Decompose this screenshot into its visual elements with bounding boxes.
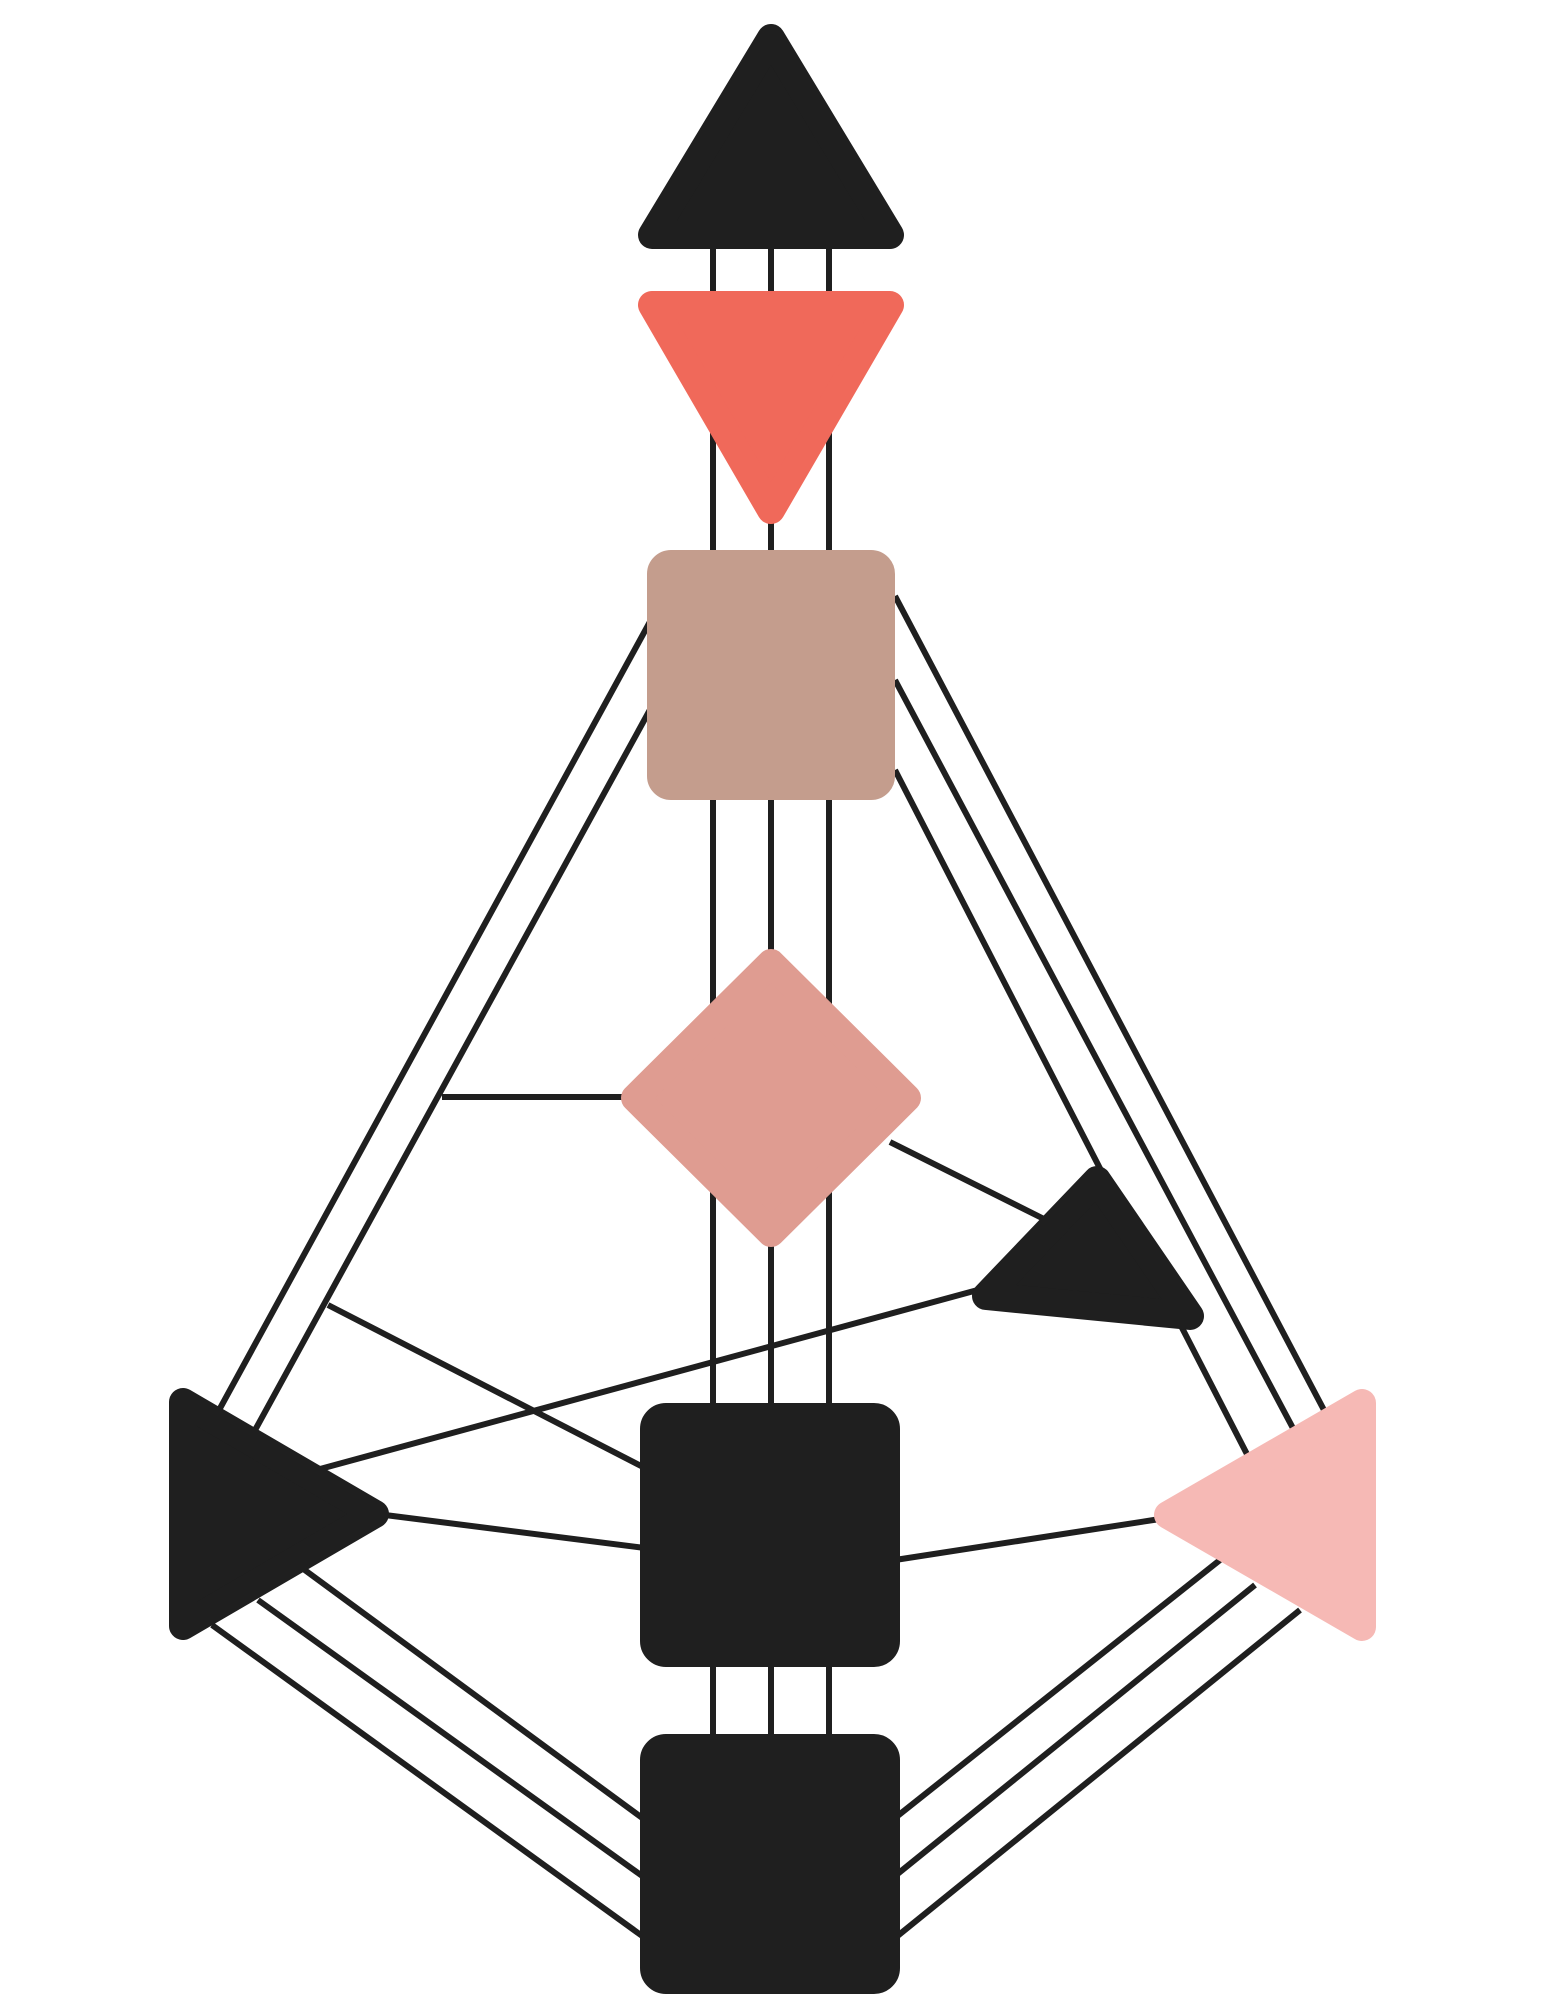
channels	[210, 248, 1328, 1941]
throat-center	[647, 550, 895, 800]
channel-line	[256, 1597, 647, 1881]
ajna-center	[638, 291, 904, 524]
head-center	[638, 24, 904, 249]
channel-line	[300, 1565, 647, 1823]
channel-line	[888, 1139, 1052, 1225]
channel-line	[384, 1512, 646, 1551]
channel-line	[215, 616, 655, 1414]
channel-line	[892, 768, 1253, 1462]
centers	[169, 24, 1376, 1994]
channel-line	[210, 1622, 647, 1941]
channel-line	[893, 1582, 1257, 1879]
channel-line	[251, 704, 655, 1434]
channel-line	[893, 1557, 1222, 1821]
g-center	[621, 949, 921, 1247]
root-center	[640, 1734, 900, 1994]
channel-line	[892, 678, 1298, 1434]
channel-line	[326, 1302, 647, 1471]
channel-line	[894, 1516, 1161, 1563]
solar-plexus-center	[1154, 1389, 1376, 1641]
channel-line	[297, 1285, 986, 1478]
spleen-center	[169, 1388, 389, 1640]
channel-line	[893, 1607, 1302, 1941]
sacral-center	[640, 1403, 900, 1667]
heart-center	[972, 1166, 1204, 1330]
channel-line	[892, 594, 1328, 1414]
